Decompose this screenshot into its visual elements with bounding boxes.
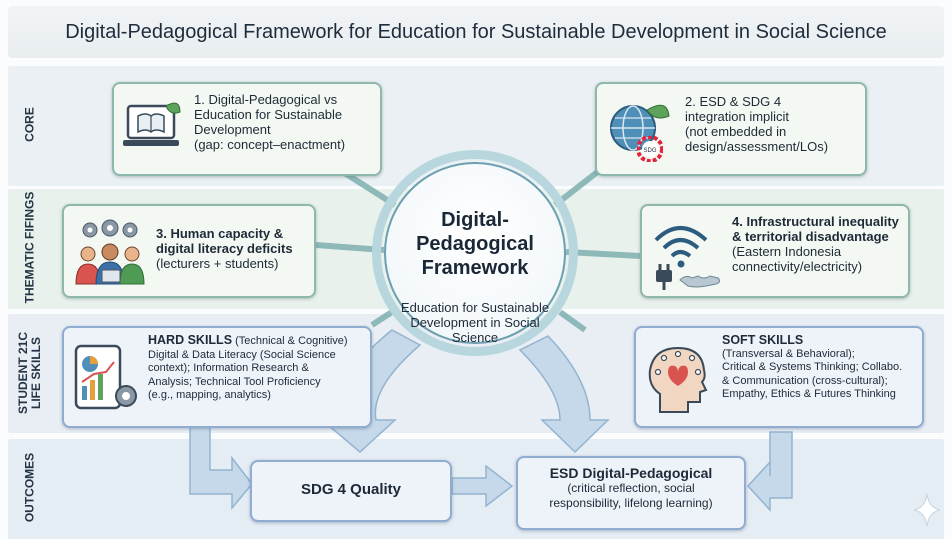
globe-leaf-icon: [610, 104, 670, 151]
finding-1-line3: Development: [194, 122, 271, 137]
outcome-esd-title: ESD Digital-Pedagogical: [549, 465, 713, 481]
sdg-wheel-icon: SDG: [637, 136, 663, 162]
hard-skills-line1: Digital & Data Literacy (Social Science: [148, 348, 336, 361]
finding-3-text: 3. Human capacity & digital literacy def…: [156, 226, 314, 271]
center-circle: [384, 162, 566, 344]
finding-3-note: (lecturers + students): [156, 256, 279, 271]
gears-people-icon: [75, 219, 145, 285]
title-bar: [8, 6, 944, 58]
sdg-badge-text: SDG: [643, 148, 656, 154]
wifi-icon: [654, 226, 708, 268]
connector-finding4: [565, 249, 641, 259]
finding-1-box: 1. Digital-Pedagogical vs Education for …: [112, 82, 382, 176]
arrow-soft-to-esd: [746, 431, 793, 512]
head-heart-icon: [648, 346, 708, 413]
plug-icon: [656, 264, 672, 290]
soft-skills-box: SOFT SKILLS (Transversal & Behavioral); …: [634, 326, 924, 428]
hard-skills-box: HARD SKILLS (Technical & Cognitive) Digi…: [62, 326, 372, 428]
finding-4-line1: 4. Infrastructural inequality: [732, 214, 899, 229]
finding-2-line2: integration implicit: [685, 109, 790, 124]
center-title-line3: Framework: [421, 257, 529, 279]
finding-4-box: 4. Infrastructural inequality & territor…: [640, 204, 910, 298]
finding-1-note: (gap: concept–enactment): [194, 137, 346, 152]
finding-1-line2: Education for Sustainable: [194, 107, 343, 122]
map-icon: [679, 275, 721, 288]
hard-skills-text: HARD SKILLS (Technical & Cognitive) Digi…: [148, 333, 370, 403]
finding-4-text: 4. Infrastructural inequality & territor…: [732, 214, 908, 274]
soft-skills-line3: & Communication (cross-cultural);: [722, 374, 888, 387]
hard-skills-line2: context); Information Research &: [148, 362, 309, 374]
center-ring: [372, 150, 578, 356]
finding-2-text: 2. ESD & SDG 4 integration implicit (not…: [685, 94, 860, 154]
finding-4-line3: (Eastern Indonesia: [732, 244, 842, 259]
center-title-line1: Digital-: [441, 209, 509, 231]
arrow-sdg-to-esd: [451, 464, 514, 508]
outcome-esd-line2: responsibility, lifelong learning): [549, 496, 713, 510]
finding-1-text: 1. Digital-Pedagogical vs Education for …: [194, 92, 379, 152]
hard-skills-heading-note: (Technical & Cognitive): [235, 335, 348, 347]
finding-2-box: SDG 2. ESD & SDG 4 integration implicit …: [595, 82, 867, 176]
laptop-book-icon: [123, 102, 181, 146]
finding-3-line2: digital literacy deficits: [156, 241, 293, 256]
sparkle-icon: [913, 493, 941, 527]
page-title: Digital-Pedagogical Framework for Educat…: [65, 21, 887, 43]
finding-4-line4: connectivity/electricity): [732, 259, 863, 274]
soft-skills-text: SOFT SKILLS (Transversal & Behavioral); …: [722, 333, 922, 402]
soft-skills-heading: SOFT SKILLS: [722, 333, 804, 347]
hard-skills-heading: HARD SKILLS: [148, 333, 233, 347]
finding-4-line2: & territorial disadvantage: [732, 229, 889, 244]
connector-soft-skills: [558, 309, 587, 333]
outcome-esd-text: ESD Digital-Pedagogical (critical reflec…: [518, 466, 744, 511]
arrow-hard-to-sdg: [189, 419, 253, 511]
outcome-esd-line1: (critical reflection, social: [567, 481, 695, 495]
hard-skills-line3: Analysis; Technical Tool Proficiency: [148, 375, 321, 388]
finding-2-line4: design/assessment/LOs): [685, 139, 829, 154]
arrow-center-to-esd: [518, 335, 610, 454]
hard-skills-line4: (e.g., mapping, analytics): [148, 389, 271, 401]
finding-2-line1: 2. ESD & SDG 4: [685, 94, 782, 109]
soft-skills-line4: Empathy, Ethics & Futures Thinking: [722, 388, 896, 400]
outcome-esd-box: ESD Digital-Pedagogical (critical reflec…: [516, 456, 746, 530]
soft-skills-line2: Critical & Systems Thinking; Collabo.: [722, 361, 903, 373]
center-title: Digital- Pedagogical Framework: [390, 208, 560, 280]
finding-1-line1: 1. Digital-Pedagogical vs: [194, 92, 338, 107]
finding-3-box: 3. Human capacity & digital literacy def…: [62, 204, 316, 298]
center-subtitle: Education for Sustainable Development in…: [400, 300, 550, 345]
tablet-chart-icon: [74, 344, 137, 410]
outcome-sdg-box: SDG 4 Quality: [250, 460, 452, 522]
finding-3-line1: 3. Human capacity &: [156, 226, 284, 241]
outcome-sdg-label: SDG 4 Quality: [300, 481, 402, 498]
soft-skills-line1: (Transversal & Behavioral);: [722, 347, 855, 360]
finding-2-line3: (not embedded in: [685, 124, 787, 139]
center-title-line2: Pedagogical: [416, 233, 534, 255]
